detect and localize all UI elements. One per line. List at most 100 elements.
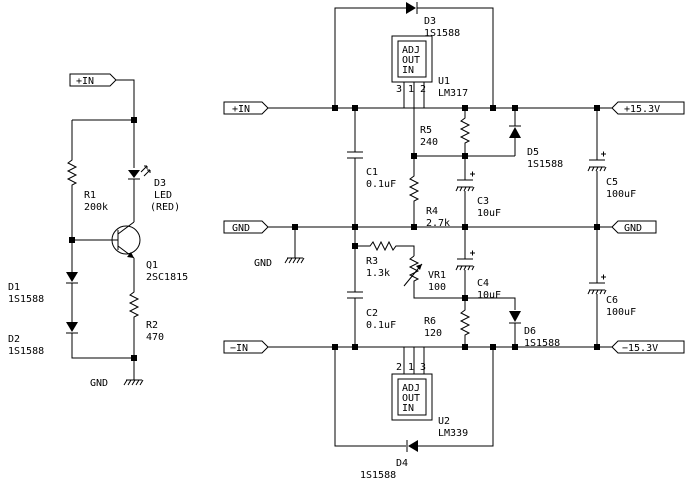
wire-d3-right <box>417 7 494 108</box>
u2-value: LM339 <box>438 428 468 439</box>
c1-ref: C1 <box>366 167 378 178</box>
u2-regulator: ADJ OUT IN <box>391 347 433 421</box>
u1-chip-text-1: ADJ <box>402 45 420 56</box>
d6-diode <box>509 311 521 347</box>
port-minus-in: −IN <box>223 340 269 354</box>
d4-ref: D4 <box>396 458 408 469</box>
port-plus-in-left: +IN <box>69 73 117 87</box>
wire-d3-left <box>334 7 406 108</box>
vr1-value: 100 <box>428 282 446 293</box>
port-plus-in-right-label: +IN <box>232 104 250 115</box>
r3-value: 1.3k <box>366 268 390 279</box>
port-plus-in-right: +IN <box>223 101 269 115</box>
u2-pin-2: 2 <box>396 362 402 373</box>
r1-ref: R1 <box>84 190 96 201</box>
c2-value: 0.1uF <box>366 320 396 331</box>
q1-value: 2SC1815 <box>146 272 188 283</box>
c3-value: 10uF <box>477 208 501 219</box>
d5-value: 1S1588 <box>527 159 563 170</box>
r2-resistor <box>128 258 140 358</box>
c6-ref: C6 <box>606 295 618 306</box>
c4-capacitor <box>455 227 475 298</box>
u1-chip-text-3: IN <box>402 65 414 76</box>
wire-in-left <box>116 79 135 120</box>
r1-value: 200k <box>84 202 108 213</box>
port-out-neg: −15.3V <box>611 340 685 354</box>
u2-chip-text-2: OUT <box>402 393 420 404</box>
r5-value: 240 <box>420 137 438 148</box>
left-circuit: +IN R1 200k D3 LED (RED) <box>8 73 188 389</box>
c5-ref: C5 <box>606 177 618 188</box>
c4-ref: C4 <box>477 278 489 289</box>
u1-ref: U1 <box>438 76 450 87</box>
d1-ref: D1 <box>8 282 20 293</box>
u1-pin-1: 1 <box>408 84 414 95</box>
led-d3-symbol <box>128 165 151 180</box>
u2-pin-1: 1 <box>408 362 414 373</box>
gnd-label-mid: GND <box>254 258 272 269</box>
u2-pin-3: 3 <box>420 362 426 373</box>
c5-capacitor <box>587 108 607 227</box>
wire-d4-left <box>334 347 406 447</box>
u1-value: LM317 <box>438 88 468 99</box>
q1-ref: Q1 <box>146 260 158 271</box>
u2-ref: U2 <box>438 416 450 427</box>
junction-dots <box>292 105 600 350</box>
d3-diode <box>406 2 418 14</box>
vr1-ref: VR1 <box>428 270 446 281</box>
d6-value: 1S1588 <box>524 338 560 349</box>
gnd-label-left: GND <box>90 378 108 389</box>
port-out-neg-label: −15.3V <box>622 343 658 354</box>
led-d3-note: (RED) <box>150 202 180 213</box>
port-plus-in-left-label: +IN <box>76 76 94 87</box>
u1-regulator: ADJ OUT IN <box>391 35 433 108</box>
u2-chip-text-1: ADJ <box>402 383 420 394</box>
u2-chip-text-3: IN <box>402 403 414 414</box>
u1-chip-text-2: OUT <box>402 55 420 66</box>
r5-resistor <box>459 108 471 156</box>
c4-value: 10uF <box>477 290 501 301</box>
r6-value: 120 <box>424 328 442 339</box>
r4-value: 2.7k <box>426 218 450 229</box>
r3-ref: R3 <box>366 256 378 267</box>
c2-ref: C2 <box>366 308 378 319</box>
r6-resistor <box>459 298 471 347</box>
d1-diode <box>66 272 78 284</box>
r2-value: 470 <box>146 332 164 343</box>
wire-d6-top <box>465 297 516 310</box>
r4-ref: R4 <box>426 206 438 217</box>
c6-capacitor <box>587 227 607 347</box>
led-d3-ref: D3 <box>154 178 166 189</box>
c1-capacitor <box>347 108 363 227</box>
d5-diode <box>509 108 521 156</box>
port-gnd-left-label: GND <box>232 223 250 234</box>
right-circuit: +IN GND −IN +15.3V GND −15.3V <box>223 2 685 481</box>
d3-ref: D3 <box>424 16 436 27</box>
u1-pin-2: 2 <box>420 84 426 95</box>
r1-resistor <box>66 120 78 240</box>
port-gnd-left: GND <box>223 220 269 234</box>
c5-value: 100uF <box>606 189 636 200</box>
d3-value: 1S1588 <box>424 28 460 39</box>
gnd-symbol-left <box>123 379 144 386</box>
vr1-potentiometer <box>403 255 465 299</box>
r4-resistor <box>408 156 420 227</box>
wire-gnd-rail-left <box>71 333 134 359</box>
d2-value: 1S1588 <box>8 346 44 357</box>
d2-diode <box>66 322 78 334</box>
c6-value: 100uF <box>606 307 636 318</box>
led-d3-value: LED <box>154 190 172 201</box>
c3-ref: C3 <box>477 196 489 207</box>
d2-ref: D2 <box>8 334 20 345</box>
r5-ref: R5 <box>420 125 432 136</box>
q1-transistor <box>72 221 141 259</box>
port-out-pos-label: +15.3V <box>624 104 660 115</box>
r2-ref: R2 <box>146 320 158 331</box>
d4-value: 1S1588 <box>360 470 396 481</box>
port-minus-in-label: −IN <box>230 343 248 354</box>
c3-capacitor <box>455 156 475 227</box>
port-gnd-right-label: GND <box>624 223 642 234</box>
gnd-symbol-mid <box>284 257 305 264</box>
